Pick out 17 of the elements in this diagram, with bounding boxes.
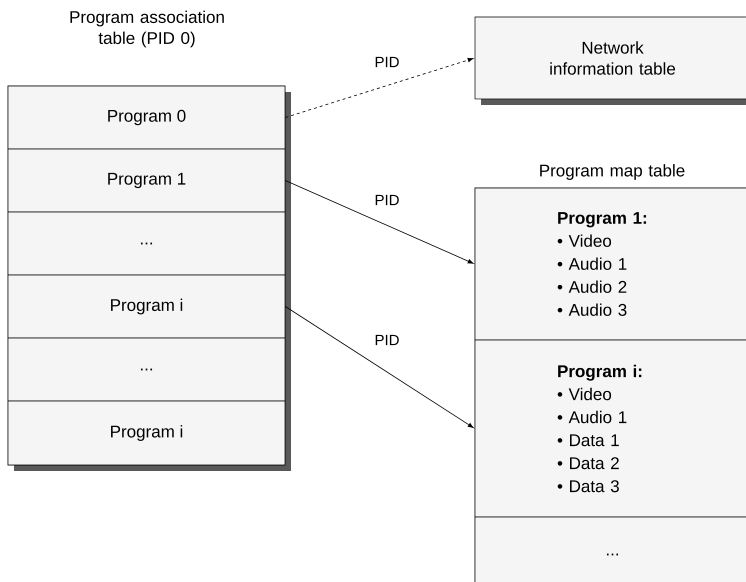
table-row: ...	[8, 212, 286, 276]
edge-label: PID	[374, 334, 400, 346]
table-section: Program 1: • Video • Audio 1 • Audio 2 • Audio 3	[474, 188, 746, 340]
edge-label: PID	[374, 56, 400, 68]
arrow	[284, 306, 474, 428]
table-row: ...	[8, 338, 286, 402]
table-row: Program 1	[8, 148, 286, 212]
table-heading: Program map table	[540, 164, 684, 180]
table-box: Network information table	[474, 16, 746, 105]
arrow	[284, 180, 474, 264]
table-row: Program 0	[8, 86, 286, 150]
table-row: ...	[474, 516, 746, 582]
edge-label: PID	[374, 194, 400, 206]
arrow	[284, 58, 474, 118]
table-heading: Program association table (PID 0)	[70, 10, 224, 48]
table-row: Program i	[8, 274, 286, 338]
table-row: Program i	[8, 400, 286, 466]
